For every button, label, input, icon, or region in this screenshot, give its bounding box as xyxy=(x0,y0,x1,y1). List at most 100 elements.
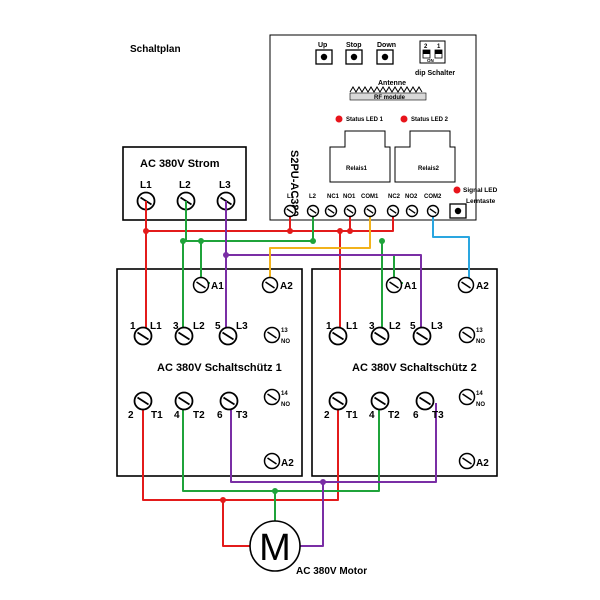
contactor-1-terminals: A1 A2 1 L1 3 L2 5 L3 13 NO AC 380V Schal… xyxy=(128,276,294,470)
c2-bottom-a2-terminal xyxy=(458,452,476,470)
c1-a1-terminal xyxy=(192,276,210,294)
c2-aux13-num: 13 xyxy=(476,328,483,334)
c2-out2-name: T2 xyxy=(388,410,400,421)
ctrl-term-nc2 xyxy=(386,204,400,218)
c2-in1-name: L1 xyxy=(346,321,358,332)
dip-label: dip Schalter xyxy=(415,70,455,77)
c1-in2-name: L2 xyxy=(193,321,205,332)
up-label: Up xyxy=(318,42,327,49)
c2-13-terminal xyxy=(458,326,476,344)
ctrl-term-label-nc1: NC1 xyxy=(327,194,340,200)
rf-module-label: RF module xyxy=(374,95,406,101)
status-led-1-label: Status LED 1 xyxy=(346,117,384,123)
stop-label: Stop xyxy=(346,42,362,49)
relay-2: Relais2 xyxy=(394,130,456,183)
c1-aux14-num: 14 xyxy=(281,391,288,397)
status-led-1 xyxy=(335,115,343,123)
ctrl-term-label-no1: NO1 xyxy=(343,194,356,200)
ctrl-term-label-no2: NO2 xyxy=(405,194,418,200)
c2-t2-terminal xyxy=(370,391,390,411)
c1-t1-terminal xyxy=(133,391,153,411)
status-led-2 xyxy=(400,115,408,123)
power-label: AC 380V Strom xyxy=(140,158,220,170)
ctrl-term-no2 xyxy=(405,204,419,218)
c2-14-terminal xyxy=(458,388,476,406)
c1-aux13-name: NO xyxy=(281,339,290,345)
contactor-2-terminals: A1 A2 1 L1 3 L2 5 L3 13 NO AC 380V Schal… xyxy=(324,276,489,470)
c2-in2-name: L2 xyxy=(389,321,401,332)
dip-switch[interactable]: 2 1 ON xyxy=(419,40,446,64)
c2-out1-name: T1 xyxy=(346,410,358,421)
c2-in3-num: 5 xyxy=(410,321,416,332)
c2-t1-terminal xyxy=(328,391,348,411)
c1-14-terminal xyxy=(263,388,281,406)
c1-title: AC 380V Schaltschütz 1 xyxy=(157,362,282,374)
status-led-2-label: Status LED 2 xyxy=(411,117,449,123)
c1-out2-name: T2 xyxy=(193,410,205,421)
c1-out3-name: T3 xyxy=(236,410,248,421)
signal-led xyxy=(453,186,461,194)
down-button[interactable] xyxy=(376,49,394,65)
c2-in1-num: 1 xyxy=(326,321,332,332)
ctrl-term-label-l2: L2 xyxy=(309,194,317,200)
c1-aux13-num: 13 xyxy=(281,328,288,334)
controller-model: S2PU-AC380 xyxy=(288,150,300,217)
motor: M AC 380V Motor xyxy=(249,520,367,577)
motor-symbol xyxy=(249,520,301,572)
c2-title: AC 380V Schaltschütz 2 xyxy=(352,362,477,374)
c2-out1-num: 2 xyxy=(324,410,330,421)
wire-l3 xyxy=(225,201,437,547)
ctrl-term-no1 xyxy=(343,204,357,218)
c2-a1-terminal xyxy=(385,276,403,294)
learn-button[interactable] xyxy=(449,203,467,219)
relay-1: Relais1 xyxy=(329,130,391,183)
c2-l2-terminal xyxy=(370,326,390,346)
motor-label: AC 380V Motor xyxy=(296,566,367,577)
c1-bottom-a2-label: A2 xyxy=(281,458,294,469)
c2-a2-terminal xyxy=(457,276,475,294)
c2-aux13-name: NO xyxy=(476,339,485,345)
c1-out2-num: 4 xyxy=(174,410,180,421)
c1-out1-name: T1 xyxy=(151,410,163,421)
down-label: Down xyxy=(377,42,396,49)
stop-button[interactable] xyxy=(345,49,363,65)
wire-com2 xyxy=(432,211,470,283)
c1-in2-num: 3 xyxy=(173,321,179,332)
wire-com1 xyxy=(269,211,371,283)
motor-letter: M xyxy=(259,527,291,569)
c1-in3-num: 5 xyxy=(215,321,221,332)
c2-t3-terminal xyxy=(415,391,435,411)
c2-bottom-a2-label: A2 xyxy=(476,458,489,469)
diagram-title: Schaltplan xyxy=(130,44,181,55)
c1-out3-num: 6 xyxy=(217,410,223,421)
antenna-label: Antenne xyxy=(378,80,406,87)
c1-in1-name: L1 xyxy=(150,321,162,332)
wire-junctions xyxy=(143,228,385,503)
c1-l1-terminal xyxy=(133,326,153,346)
c1-t2-terminal xyxy=(174,391,194,411)
c2-out2-num: 4 xyxy=(369,410,375,421)
ctrl-term-nc1 xyxy=(324,204,338,218)
c2-l3-terminal xyxy=(412,326,432,346)
dip-number-2: 2 xyxy=(424,44,428,50)
c1-a2-terminal xyxy=(261,276,279,294)
c1-l2-terminal xyxy=(174,326,194,346)
ctrl-term-label-nc2: NC2 xyxy=(388,194,401,200)
c2-in2-num: 3 xyxy=(369,321,375,332)
c1-13-terminal xyxy=(263,326,281,344)
c1-out1-num: 2 xyxy=(128,410,134,421)
relay-2-label: Relais2 xyxy=(418,166,440,172)
c1-bottom-a2-terminal xyxy=(263,452,281,470)
up-button[interactable] xyxy=(315,49,333,65)
power-terminal-label-l1: L1 xyxy=(140,180,152,191)
signal-led-label: Signal LED xyxy=(463,187,498,194)
c2-a2-label: A2 xyxy=(476,281,489,292)
power-supply: AC 380V Strom L1 L2 L3 xyxy=(122,146,247,221)
dip-on-label: ON xyxy=(427,58,434,63)
c1-a1-label: A1 xyxy=(211,281,224,292)
c2-l1-terminal xyxy=(328,326,348,346)
c1-a2-label: A2 xyxy=(280,281,293,292)
relay-1-label: Relais1 xyxy=(346,166,368,172)
learn-label: Lerntaste xyxy=(466,198,496,205)
